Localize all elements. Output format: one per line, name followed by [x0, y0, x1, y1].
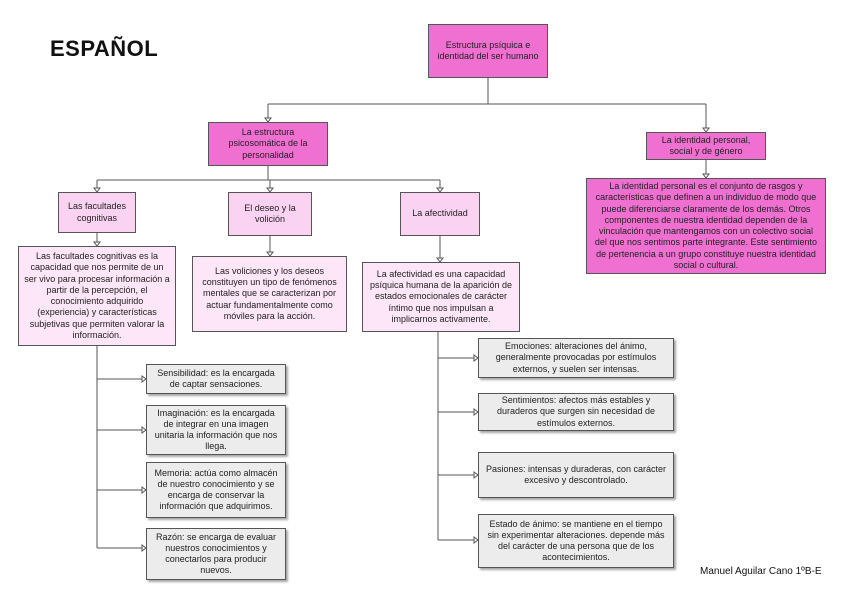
item-imaginacion: Imaginación: es la encargada de integrar…: [146, 405, 286, 455]
item-sentimientos: Sentimientos: afectos más estables y dur…: [478, 393, 674, 431]
item-memoria: Memoria: actúa como almacén de nuestro c…: [146, 462, 286, 518]
node-estructura-psicosomatica: La estructura psicosomática de la person…: [208, 122, 328, 166]
root-node: Estructura psíquica e identidad del ser …: [428, 24, 548, 78]
item-pasiones: Pasiones: intensas y duraderas, con cará…: [478, 452, 674, 498]
node-deseo-volicion: El deseo y la volición: [228, 192, 312, 236]
item-sensibilidad: Sensibilidad: es la encargada de captar …: [146, 364, 286, 394]
page-title: ESPAÑOL: [50, 36, 159, 61]
node-facultades-cognitivas: Las facultades cognitivas: [58, 192, 136, 233]
description-facultades: Las facultades cognitivas es la capacida…: [18, 246, 176, 346]
node-identidad: La identidad personal, social y de géner…: [646, 132, 766, 160]
item-razon: Razón: se encarga de evaluar nuestros co…: [146, 528, 286, 580]
item-estado-de-animo: Estado de ánimo: se mantiene en el tiemp…: [478, 514, 674, 568]
item-emociones: Emociones: alteraciones del ánimo, gener…: [478, 338, 674, 378]
description-afectividad: La afectividad es una capacidad psíquica…: [362, 262, 520, 332]
author-credit: Manuel Aguilar Cano 1ºB-E: [700, 566, 822, 577]
description-identidad: La identidad personal es el conjunto de …: [586, 178, 826, 274]
description-deseo: Las voliciones y los deseos constituyen …: [192, 256, 347, 332]
node-afectividad: La afectividad: [400, 192, 480, 236]
